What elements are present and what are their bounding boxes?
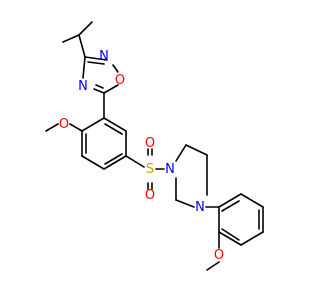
bond [218, 193, 242, 208]
bond [78, 34, 86, 58]
atom-label-nitrogen: N [99, 49, 109, 64]
molecule-diagram: N O N O O S O N N O [45, 21, 264, 271]
bond [104, 123, 123, 135]
bond [185, 144, 208, 156]
bond [103, 155, 127, 170]
bond [82, 56, 86, 79]
bond [81, 117, 105, 132]
bond [104, 153, 123, 165]
atom-label-nitrogen: N [78, 79, 88, 94]
bond [112, 64, 119, 73]
atom-label-oxygen: O [214, 248, 224, 263]
bond [218, 231, 242, 246]
bond [103, 84, 119, 94]
atom-label-oxygen: O [59, 117, 69, 132]
bond [95, 84, 104, 89]
atom-label-sulfur: S [146, 162, 154, 177]
bond [175, 199, 195, 208]
bond [81, 155, 105, 170]
bond [62, 34, 80, 43]
atom-label-nitrogen: N [165, 162, 175, 177]
bond [78, 21, 93, 36]
bond [175, 144, 187, 162]
bond [103, 117, 127, 132]
atom-label-oxygen: O [145, 136, 155, 151]
bond [240, 231, 264, 246]
bond [93, 88, 105, 94]
bond [84, 56, 108, 61]
atom-label-oxygen: O [115, 73, 125, 88]
bond [240, 193, 264, 208]
bond [206, 261, 220, 271]
atom-labels: N O N O O S O N N O [59, 49, 224, 263]
bond [87, 61, 105, 65]
bond [45, 123, 59, 132]
bond [221, 200, 240, 212]
bond [125, 155, 145, 168]
bond [69, 123, 83, 132]
atom-label-oxygen: O [145, 188, 155, 203]
bonds [45, 21, 264, 271]
bond [221, 228, 240, 241]
atom-label-nitrogen: N [195, 200, 205, 215]
